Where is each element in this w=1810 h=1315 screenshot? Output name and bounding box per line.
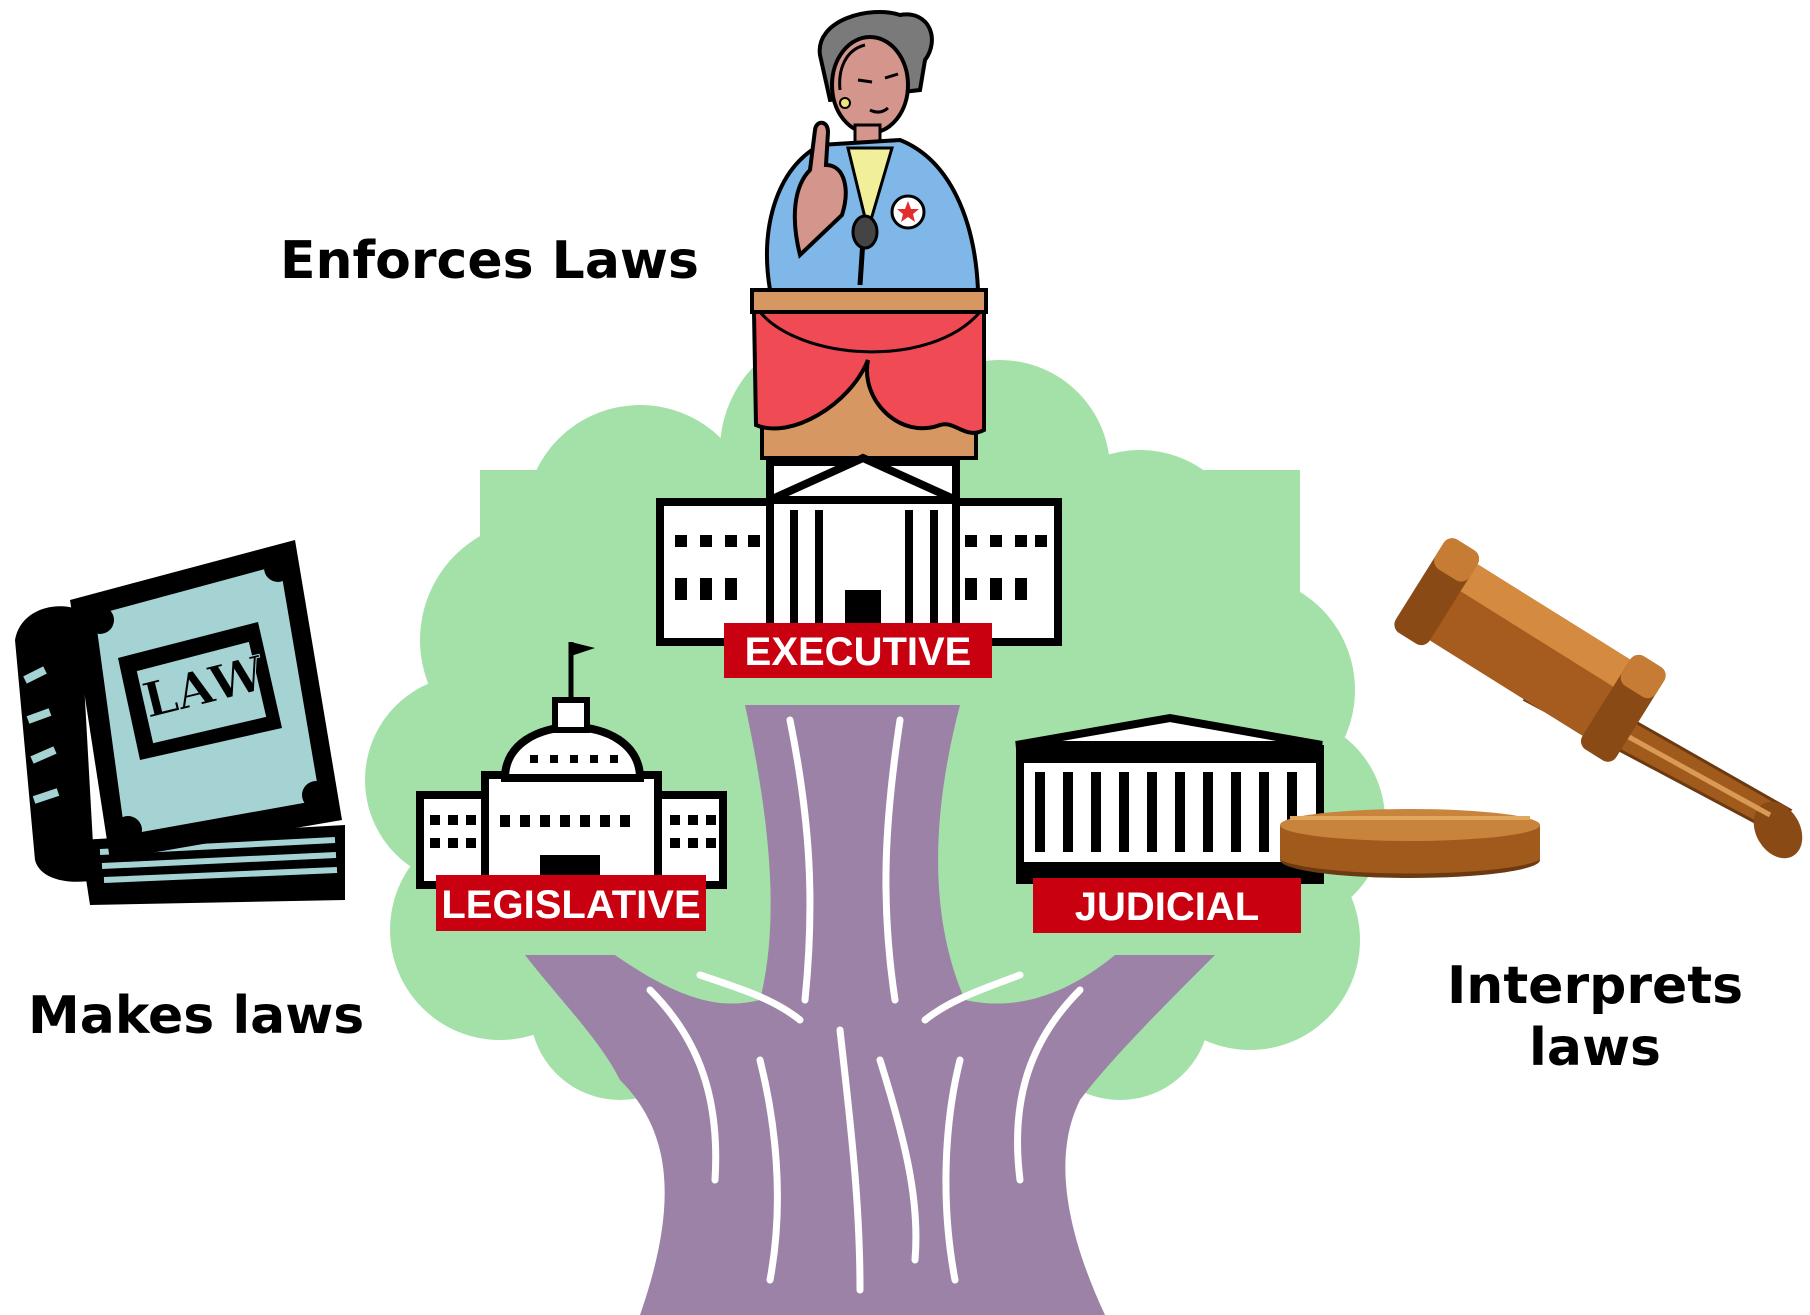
makes-laws-caption: Makes laws (28, 986, 365, 1046)
executive-label: EXECUTIVE (745, 630, 972, 674)
legislative-building-icon: LEGISLATIVE (416, 642, 727, 931)
gavel-icon (1280, 538, 1803, 878)
interprets-laws-caption: Interprets laws (1420, 955, 1770, 1080)
law-book-icon: LAW (15, 540, 345, 905)
interprets-line-2: laws (1529, 1018, 1661, 1079)
tree-trunk (525, 705, 1215, 1315)
legislative-label: LEGISLATIVE (441, 883, 700, 927)
judicial-building-icon: JUDICIAL (1015, 713, 1324, 933)
judicial-label: JUDICIAL (1075, 885, 1259, 929)
interprets-line-1: Interprets (1446, 956, 1744, 1016)
enforces-laws-caption: Enforces Laws (280, 231, 699, 291)
executive-building-icon: EXECUTIVE (656, 453, 1062, 678)
speaker-at-podium-icon (750, 10, 988, 460)
